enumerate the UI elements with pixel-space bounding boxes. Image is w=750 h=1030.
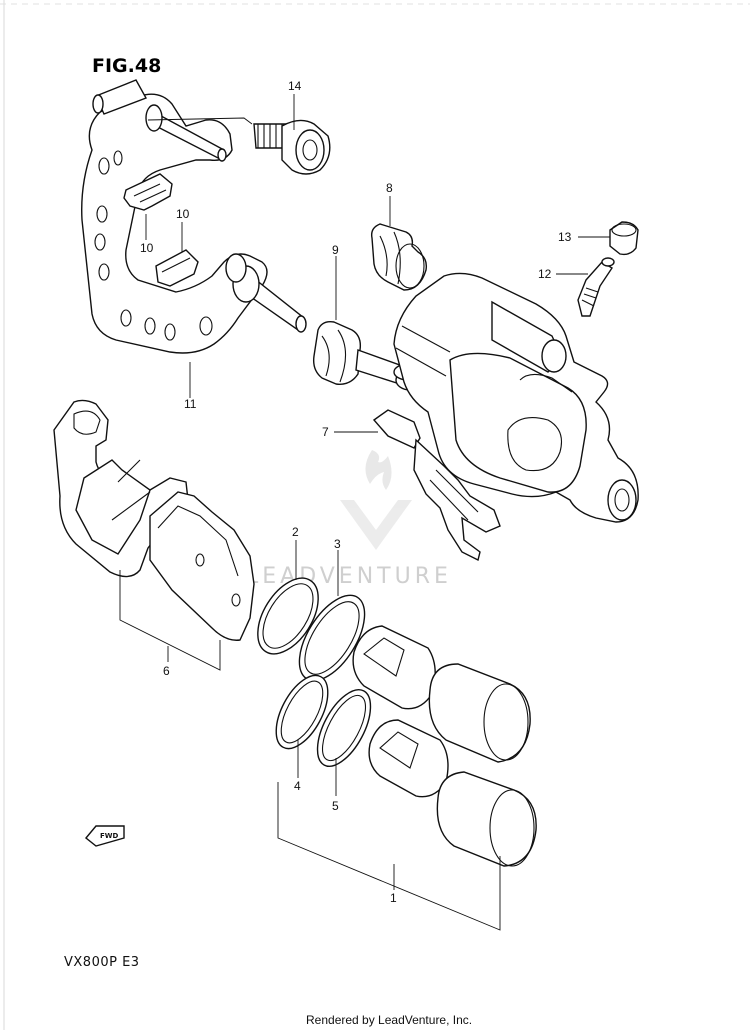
fwd-arrow-icon: FWD: [85, 825, 125, 847]
callout-4: 4: [294, 779, 301, 793]
watermark-logo: [340, 450, 412, 550]
bleeder-cap: [609, 221, 639, 256]
callout-1: 1: [390, 891, 397, 905]
watermark-text: LEADVENTURE: [246, 564, 452, 589]
dust-boot-large: [370, 223, 428, 291]
callout-10-lower: 10: [140, 241, 154, 255]
callout-14: 14: [288, 79, 302, 93]
leader-lines: [119, 94, 610, 931]
callout-6: 6: [163, 664, 170, 678]
pad-spring: [372, 409, 501, 562]
piston-seals-lower: [275, 674, 372, 767]
caliper-bracket: [81, 79, 307, 354]
figure-label: FIG.48: [92, 55, 161, 77]
callout-10-upper: 10: [176, 207, 190, 221]
callout-7: 7: [322, 425, 329, 439]
callout-9: 9: [332, 243, 339, 257]
callout-11: 11: [184, 397, 197, 411]
piston-seals-upper: [257, 577, 366, 682]
callout-5: 5: [332, 799, 339, 813]
render-credit: Rendered by LeadVenture, Inc.: [306, 1013, 472, 1027]
bleeder-valve: [577, 257, 615, 317]
callout-12: 12: [538, 267, 552, 281]
bolt: [253, 119, 331, 175]
callout-3: 3: [334, 537, 341, 551]
brake-pads: [53, 399, 255, 641]
callout-13: 13: [558, 230, 572, 244]
pistons: [352, 625, 537, 867]
callout-8: 8: [386, 181, 393, 195]
caliper-body: [393, 272, 639, 523]
model-code: VX800P E3: [64, 955, 140, 970]
fwd-label: FWD: [100, 832, 119, 840]
callout-2: 2: [292, 525, 299, 539]
